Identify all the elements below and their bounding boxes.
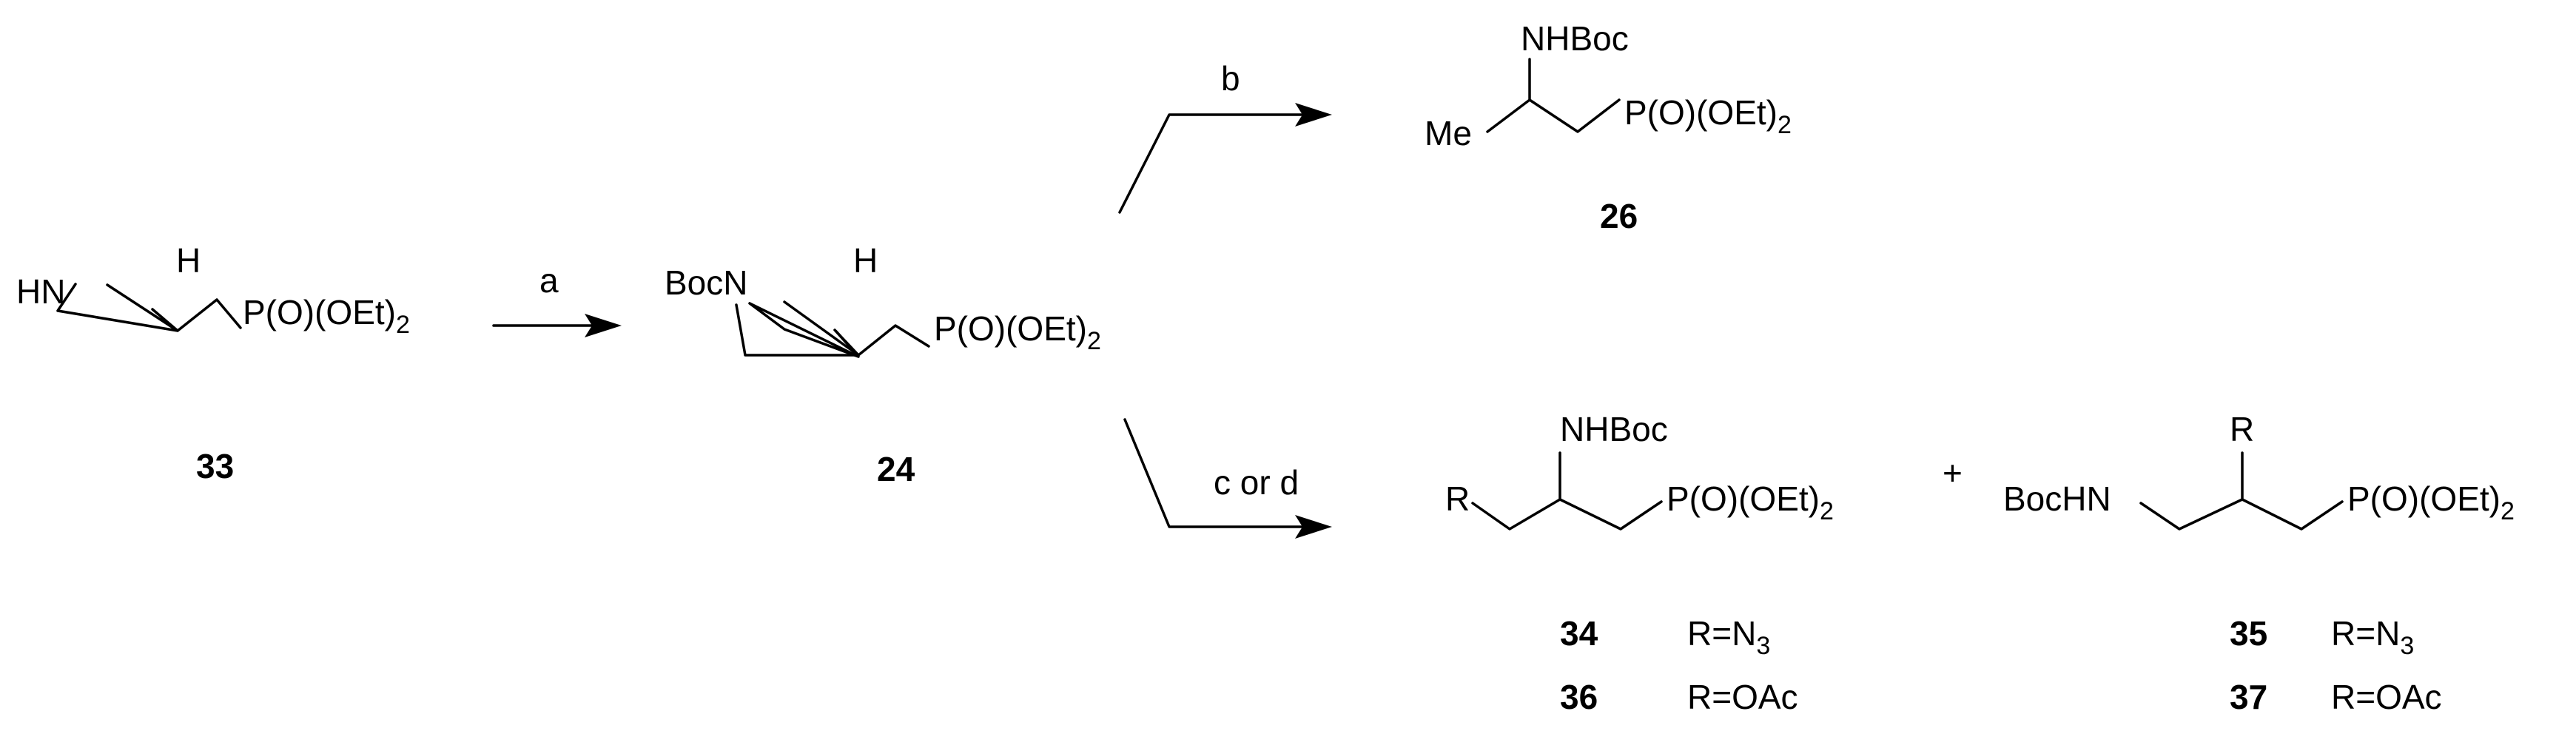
- compound-35-bonds: [2139, 451, 2344, 531]
- arrow-b-head: [1295, 103, 1332, 127]
- compound-33-phosphonate: P(O)(OEt)2: [243, 293, 410, 339]
- compound-26-phosphonate: P(O)(OEt)2: [1624, 93, 1792, 139]
- compound-35-bochn-label: BocHN: [2003, 479, 2111, 518]
- arrow-b-shaft: [1118, 113, 1304, 214]
- compound-26-me-label: Me: [1425, 114, 1472, 152]
- compound-24-number: 24: [877, 450, 915, 488]
- compound-33-bonds: [56, 283, 242, 332]
- compound-26-number: 26: [1600, 197, 1638, 235]
- reaction-arrow-a: a: [492, 261, 622, 337]
- compound-33-nh-label: HN: [16, 272, 65, 311]
- compound-24: BocN H P(O)(OEt)2 24: [665, 241, 1101, 488]
- step-cd-label: c or d: [1214, 463, 1299, 502]
- compound-35-37: BocHN R P(O)(OEt)2: [2003, 410, 2515, 531]
- compound-37-number: 37: [2230, 678, 2267, 716]
- compound-37-r-definition: R=OAc: [2331, 678, 2442, 716]
- compound-26-bonds: [1486, 58, 1621, 133]
- compound-34-r-label: R: [1445, 479, 1470, 518]
- compound-24-bonds: [748, 302, 860, 358]
- compound-33: HN H P(O)(OEt)2 33: [16, 241, 410, 485]
- compound-26-nhboc-label: NHBoc: [1521, 19, 1629, 58]
- compound-33-h-label: H: [176, 241, 201, 280]
- step-b-label: b: [1221, 59, 1240, 98]
- compound-35-r-definition: R=N3: [2331, 614, 2414, 660]
- compound-34-number: 34: [1560, 614, 1598, 653]
- compound-24-h-label: H: [853, 241, 878, 280]
- compound-35-number: 35: [2230, 614, 2267, 653]
- compound-33-number: 33: [196, 447, 234, 485]
- reaction-arrow-b: b: [1118, 59, 1332, 214]
- compound-35-r-label: R: [2230, 410, 2254, 448]
- compound-26: NHBoc Me P(O)(OEt)2 26: [1425, 19, 1792, 235]
- compound-34-r-definition: R=N3: [1687, 614, 1770, 660]
- compound-24-ring-and-chain: [735, 300, 930, 357]
- compound-24-bocn-label: BocN: [665, 263, 747, 302]
- compound-34-36: NHBoc R P(O)(OEt)2: [1445, 410, 1834, 531]
- reaction-arrow-cd: c or d: [1123, 418, 1332, 539]
- compound-34-bonds: [1471, 451, 1663, 531]
- product-labels: 34 R=N3 36 R=OAc 35 R=N3 37 R=OAc: [1560, 614, 2442, 716]
- step-a-label: a: [539, 261, 559, 300]
- arrow-a-head: [585, 314, 622, 337]
- arrow-cd-shaft: [1123, 418, 1304, 528]
- compound-34-nhboc-label: NHBoc: [1560, 410, 1668, 448]
- compound-34-phosphonate: P(O)(OEt)2: [1667, 479, 1834, 525]
- compound-36-number: 36: [1560, 678, 1598, 716]
- compound-36-r-definition: R=OAc: [1687, 678, 1798, 716]
- arrow-cd-head: [1295, 515, 1332, 539]
- plus-sign: +: [1943, 454, 1963, 492]
- compound-24-phosphonate: P(O)(OEt)2: [934, 309, 1101, 355]
- compound-35-phosphonate: P(O)(OEt)2: [2347, 479, 2515, 525]
